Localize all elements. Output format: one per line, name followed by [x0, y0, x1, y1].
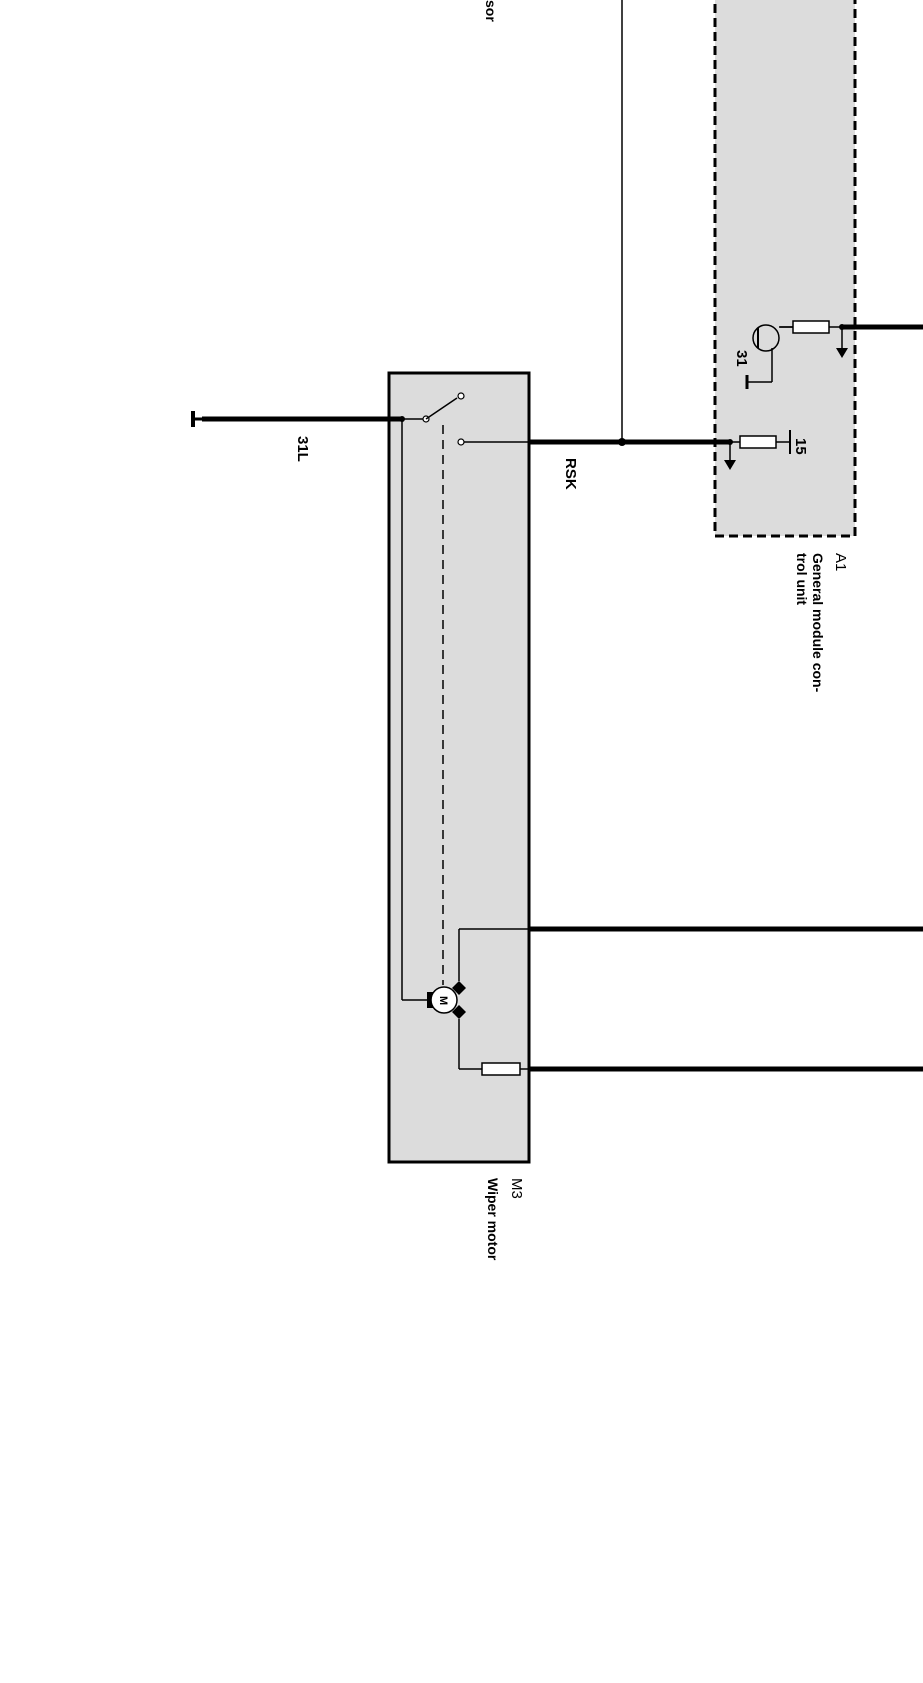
- a1-pin-31-label: 31: [733, 350, 750, 367]
- m3-switch-contact-lower: [457, 438, 465, 446]
- m3-name-label: Wiper motor: [485, 1178, 501, 1261]
- a1-resistor-lower: [739, 435, 777, 449]
- rsk-junction-node: [618, 438, 626, 446]
- a1-module-box: [713, 0, 857, 538]
- a1-resistor-upper: [792, 320, 830, 334]
- a1-arrow-head-lower: [724, 460, 736, 470]
- m3-motor-terminal-lower: [452, 1005, 466, 1019]
- m3-motor-label: M: [437, 996, 449, 1005]
- a1-transistor-symbol: [752, 324, 780, 352]
- m3-switch-blade: [425, 397, 458, 420]
- m3-switch-contact-upper: [457, 392, 465, 400]
- rsk-wire-label: RSK: [562, 458, 579, 490]
- top-cut-label: sor: [483, 0, 499, 22]
- ground-terminal-label: 31L: [294, 436, 311, 462]
- a1-arrow-head-upper: [836, 348, 848, 358]
- m3-id-label: M3: [508, 1178, 525, 1199]
- a1-name-line2: trol unit: [794, 553, 810, 605]
- a1-pin-15-label: 15: [792, 438, 809, 455]
- a1-name-line1: General module con-: [810, 553, 826, 693]
- m3-resistor: [481, 1062, 521, 1076]
- m3-motor-terminal-upper: [452, 981, 466, 995]
- a1-id-label: A1: [832, 553, 849, 571]
- m3-motor-symbol: [430, 986, 458, 1014]
